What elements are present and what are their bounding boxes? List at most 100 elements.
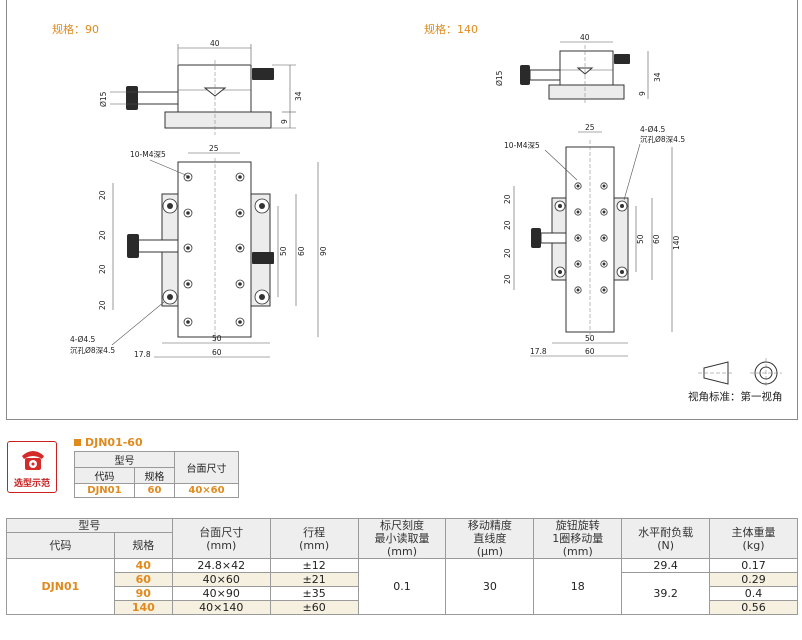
dim-cb-a-140: 4-Ø4.5 bbox=[640, 125, 666, 134]
precision-value: 30 bbox=[445, 558, 535, 615]
code-header: 代码 bbox=[6, 532, 115, 559]
example-title: DJN01-60 bbox=[74, 436, 143, 449]
tapped-hole-center bbox=[602, 262, 606, 266]
dim-b17-140: 17.8 bbox=[530, 347, 547, 356]
orange-square-icon bbox=[74, 439, 81, 446]
row-travel: ±35 bbox=[269, 586, 359, 601]
dim-9-140: 9 bbox=[638, 91, 647, 96]
row-size: 40×60 bbox=[171, 572, 271, 587]
row-weight: 0.17 bbox=[709, 558, 798, 573]
dim-v60-140: 60 bbox=[652, 234, 661, 244]
scale-header: 标尺刻度最小读取量(mm) bbox=[357, 518, 447, 559]
tapped-hole-center bbox=[238, 211, 242, 215]
load-value-a: 29.4 bbox=[621, 558, 711, 573]
badge-text: 选型示范 bbox=[13, 479, 50, 489]
dim-9-90: 9 bbox=[280, 119, 289, 124]
dim-34-140: 34 bbox=[653, 72, 662, 82]
spec-table: 型号 台面尺寸(mm) 行程(mm) 标尺刻度最小读取量(mm) 移动精度直线度… bbox=[6, 518, 798, 615]
row-weight: 0.4 bbox=[709, 586, 798, 601]
spec-label-140: 规格：140 bbox=[424, 23, 478, 36]
example-size: 40×60 bbox=[174, 483, 239, 498]
model-header: 型号 bbox=[6, 518, 173, 533]
row-size: 24.8×42 bbox=[171, 558, 271, 573]
dim-dia-140: Ø15 bbox=[495, 70, 504, 86]
tapped-hole-center bbox=[238, 175, 242, 179]
knob-value: 18 bbox=[533, 558, 623, 615]
row-spec: 60 bbox=[113, 572, 173, 587]
example-code-header: 代码 bbox=[74, 467, 135, 484]
drawing-frame bbox=[6, 0, 798, 420]
tapped-hole-center bbox=[186, 246, 190, 250]
dim-b60-140: 60 bbox=[585, 347, 595, 356]
table-row: DJN01 40 24.8×42 ±12 0.1 30 18 29.4 0.17 bbox=[6, 558, 798, 615]
tapped-hole-center bbox=[576, 184, 580, 188]
example-size-header: 台面尺寸 bbox=[174, 451, 239, 484]
tapped-hole-center bbox=[576, 236, 580, 240]
tapped-hole-center bbox=[186, 320, 190, 324]
row-size: 40×90 bbox=[171, 586, 271, 601]
row-travel: ±21 bbox=[269, 572, 359, 587]
dim-b17-90: 17.8 bbox=[134, 350, 151, 359]
dim-34-90: 34 bbox=[294, 91, 303, 101]
table-size-header: 台面尺寸(mm) bbox=[171, 518, 271, 559]
tapped-hole-center bbox=[602, 210, 606, 214]
tapped-hole-center bbox=[576, 288, 580, 292]
row-travel: ±12 bbox=[269, 558, 359, 573]
dim-holes-140: 10-M4深5 bbox=[504, 141, 540, 150]
dim-20c-90: 20 bbox=[98, 264, 107, 274]
tapped-hole-center bbox=[602, 184, 606, 188]
dim-25-90: 25 bbox=[209, 144, 219, 153]
tapped-hole-center bbox=[186, 175, 190, 179]
load-value-b: 39.2 bbox=[621, 572, 711, 615]
spec-header: 规格 bbox=[113, 532, 173, 559]
tapped-hole-center bbox=[238, 282, 242, 286]
row-spec: 90 bbox=[113, 586, 173, 601]
table-row: 90 40×90 ±35 0.4 bbox=[7, 586, 798, 601]
dim-20d-90: 20 bbox=[98, 300, 107, 310]
tapped-hole-center bbox=[186, 211, 190, 215]
tapped-hole-center bbox=[238, 246, 242, 250]
example-model-header: 型号 bbox=[74, 451, 175, 468]
dim-v50-90: 50 bbox=[279, 246, 288, 256]
dim-holes-90: 10-M4深5 bbox=[130, 150, 166, 159]
tapped-hole-center bbox=[186, 282, 190, 286]
dim-cb-b-90: 沉孔Ø8深4.5 bbox=[70, 346, 115, 355]
row-weight: 0.56 bbox=[709, 600, 798, 615]
example-spec-header: 规格 bbox=[133, 467, 176, 484]
technical-drawing: 40 Ø15 34 9 10-M4深5 25 bbox=[70, 33, 782, 388]
example-spec: 60 bbox=[133, 483, 176, 498]
model-code: DJN01 bbox=[6, 558, 115, 615]
load-header: 水平耐负载(N) bbox=[621, 518, 711, 559]
example-title-text: DJN01-60 bbox=[85, 436, 143, 449]
precision-header: 移动精度直线度(μm) bbox=[445, 518, 535, 559]
dim-cb-a-90: 4-Ø4.5 bbox=[70, 335, 96, 344]
dim-v90-90: 90 bbox=[319, 246, 328, 256]
dim-dia-90: Ø15 bbox=[99, 91, 108, 107]
tapped-hole-center bbox=[602, 288, 606, 292]
telephone-icon bbox=[22, 451, 44, 470]
side-view-90: 40 Ø15 34 9 bbox=[99, 39, 303, 135]
dim-20a-140: 20 bbox=[503, 194, 512, 204]
dim-20b-140: 20 bbox=[503, 220, 512, 230]
spec-label-90: 规格：90 bbox=[52, 23, 99, 36]
dim-b50-90: 50 bbox=[212, 334, 222, 343]
row-spec: 40 bbox=[113, 558, 173, 573]
dim-20b-90: 20 bbox=[98, 230, 107, 240]
dim-v60-90: 60 bbox=[297, 246, 306, 256]
example-table: 型号 台面尺寸 代码 规格 DJN01 60 40×60 bbox=[74, 451, 239, 498]
top-view-140: 25 10-M4深5 4-Ø4.5 沉孔Ø8深4.5 20 20 20 20 5… bbox=[503, 123, 685, 357]
tapped-hole-center bbox=[238, 320, 242, 324]
row-size: 40×140 bbox=[171, 600, 271, 615]
scale-value: 0.1 bbox=[357, 558, 447, 615]
row-spec: 140 bbox=[113, 600, 173, 615]
row-travel: ±60 bbox=[269, 600, 359, 615]
travel-header: 行程(mm) bbox=[269, 518, 359, 559]
row-weight: 0.29 bbox=[709, 572, 798, 587]
first-angle-projection-icon bbox=[698, 358, 782, 388]
dim-v140-140: 140 bbox=[672, 235, 681, 250]
weight-header: 主体重量(kg) bbox=[709, 518, 798, 559]
dim-40-140: 40 bbox=[580, 33, 590, 42]
side-view-140: 40 Ø15 34 9 bbox=[495, 33, 662, 103]
dim-v50-140: 50 bbox=[636, 234, 645, 244]
